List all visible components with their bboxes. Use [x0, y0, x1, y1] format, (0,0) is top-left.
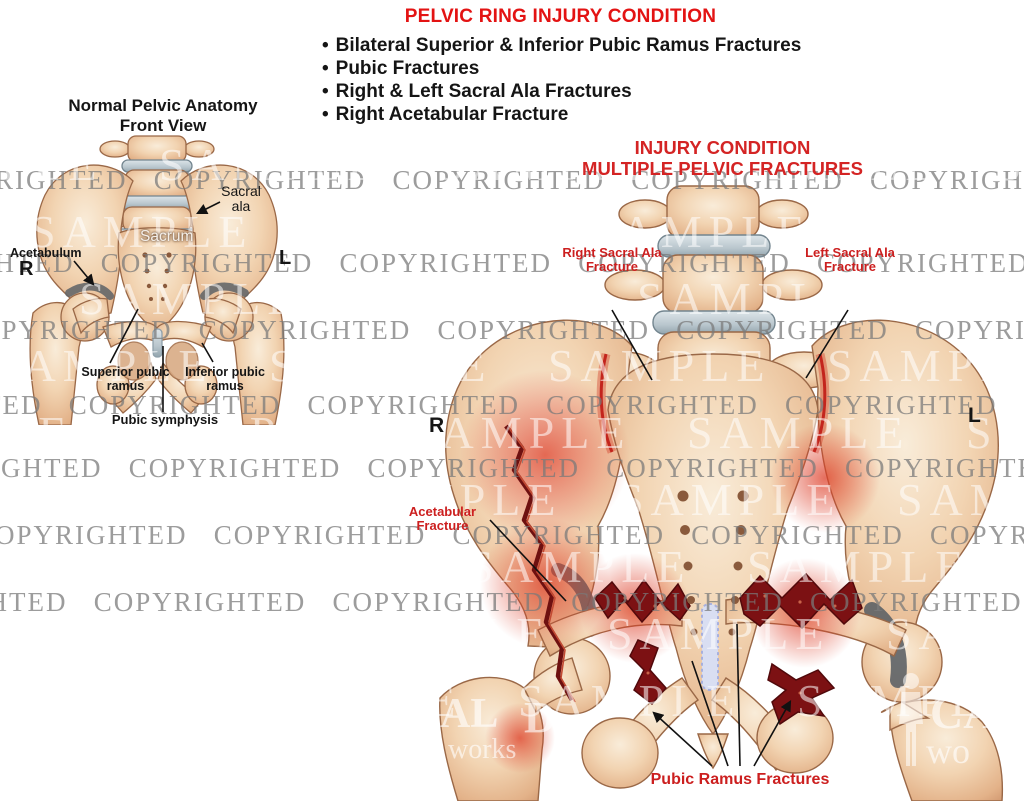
injury-pelvis-illustration — [439, 185, 1004, 801]
bullet-text: Bilateral Superior & Inferior Pubic Ramu… — [335, 35, 802, 56]
label-right-sacral-ala-fracture: Right Sacral Ala Fracture — [562, 245, 662, 275]
left-side-marker: L — [968, 404, 981, 427]
header: PELVIC RING INJURY CONDITION • Bilateral … — [298, 6, 823, 126]
page-title: PELVIC RING INJURY CONDITION — [404, 6, 717, 27]
normal-panel-title: Normal Pelvic Anatomy Front View — [38, 96, 288, 136]
label-inferior-pubic-ramus: Inferior pubic ramus — [185, 365, 265, 393]
label-acetabulum: Acetabulum — [10, 246, 82, 260]
label-sacral-ala: Sacral ala — [221, 183, 261, 215]
label-left-sacral-ala-fracture: Left Sacral Ala Fracture — [805, 245, 895, 275]
normal-pelvis-illustration — [29, 135, 285, 425]
bullet-icon: • — [322, 104, 329, 125]
label-pubic-symphysis: Pubic symphysis — [111, 412, 219, 427]
list-item: • Right Acetabular Fracture — [322, 103, 823, 126]
normal-panel-title-line1: Normal Pelvic Anatomy — [68, 96, 258, 115]
list-item: • Bilateral Superior & Inferior Pubic Ram… — [322, 34, 823, 57]
bullet-icon: • — [322, 81, 329, 102]
bullet-icon: • — [322, 58, 329, 79]
bullet-text: Pubic Fractures — [335, 58, 480, 79]
list-item: • Pubic Fractures — [322, 57, 823, 80]
label-acetabular-fracture: Acetabular Fracture — [408, 504, 477, 534]
injury-panel-title-line2: MULTIPLE PELVIC FRACTURES — [582, 158, 863, 179]
injury-panel-title: INJURY CONDITION MULTIPLE PELVIC FRACTUR… — [560, 137, 885, 179]
bullet-text: Right Acetabular Fracture — [335, 104, 569, 125]
list-item: • Right & Left Sacral Ala Fractures — [322, 80, 823, 103]
sacral-foramina — [677, 490, 749, 636]
bullet-icon: • — [322, 35, 329, 56]
normal-panel-title-line2: Front View — [119, 116, 207, 135]
label-superior-pubic-ramus: Superior pubic ramus — [81, 365, 170, 393]
injury-panel-title-line1: INJURY CONDITION — [634, 137, 811, 158]
normal-pelvis-bones — [29, 135, 285, 425]
label-sacrum: Sacrum — [140, 228, 194, 245]
injury-bullet-list: • Bilateral Superior & Inferior Pubic Ram… — [298, 34, 823, 126]
bullet-text: Right & Left Sacral Ala Fractures — [335, 81, 632, 102]
right-side-marker: R — [429, 414, 445, 437]
right-side-marker: R — [19, 258, 34, 280]
label-pubic-ramus-fractures: Pubic Ramus Fractures — [650, 771, 830, 788]
left-side-marker: L — [279, 247, 292, 269]
pubic-symphysis-band — [701, 603, 719, 691]
